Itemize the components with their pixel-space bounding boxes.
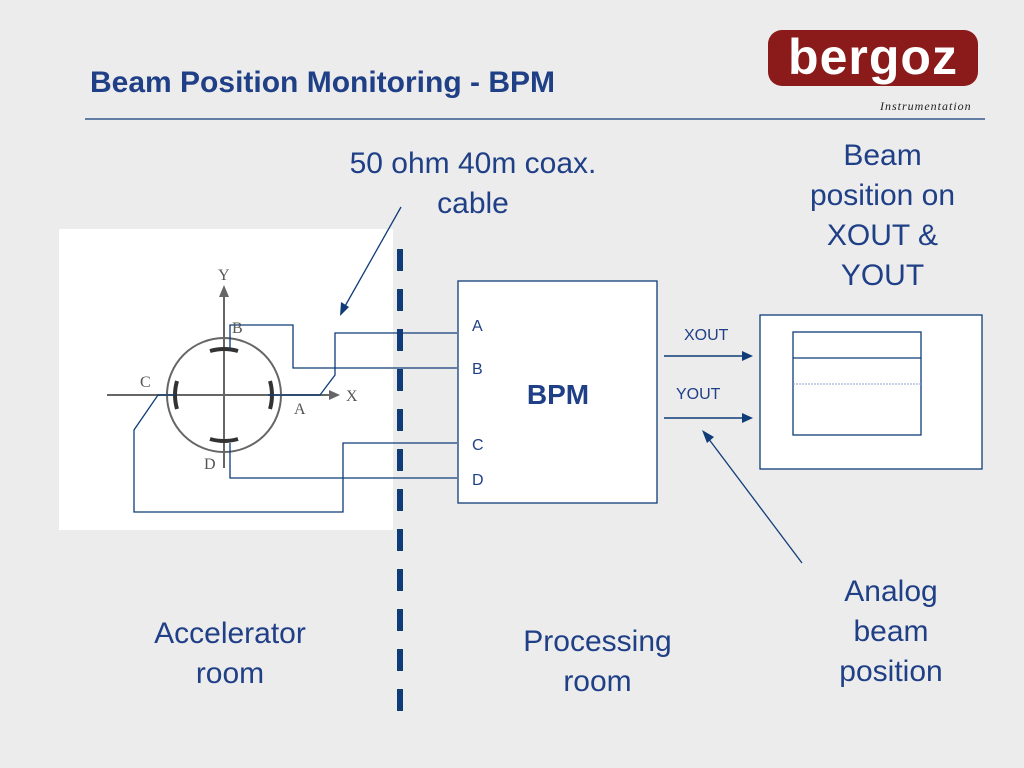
cable-pointer bbox=[343, 206, 402, 309]
xout-arrow-head bbox=[742, 351, 753, 361]
analog-label: Analog beam position bbox=[839, 575, 943, 688]
logo-text: bergoz bbox=[788, 29, 958, 85]
xout-label: XOUT bbox=[684, 327, 729, 344]
analog-pointer-head bbox=[702, 430, 714, 443]
accelerator-room-label: Accelerator room bbox=[154, 617, 306, 690]
page-title: Beam Position Monitoring - BPM bbox=[90, 66, 555, 99]
cable-label: 50 ohm 40m coax. cable bbox=[349, 147, 597, 220]
electrode-label-b: B bbox=[232, 320, 243, 337]
bpm-box bbox=[457, 280, 658, 504]
logo-tagline: Instrumentation bbox=[880, 99, 972, 113]
electrode-c bbox=[173, 380, 179, 410]
electrode-label-a: A bbox=[294, 401, 306, 418]
wire-c bbox=[133, 394, 457, 513]
pickup-diagram-panel bbox=[59, 229, 393, 530]
bpm-label: BPM bbox=[527, 379, 589, 410]
bpm-input-a: A bbox=[472, 318, 483, 335]
y-axis-arrow bbox=[219, 285, 229, 297]
wire-a bbox=[268, 332, 457, 396]
axis-y-label: Y bbox=[218, 267, 230, 284]
wire-d bbox=[229, 443, 457, 479]
yout-label: YOUT bbox=[676, 386, 721, 403]
wire-b bbox=[229, 324, 457, 369]
axis-x-label: X bbox=[346, 388, 358, 405]
bpm-input-d: D bbox=[472, 472, 484, 489]
analog-pointer bbox=[707, 437, 803, 564]
cable-pointer-head bbox=[340, 302, 349, 316]
electrode-d bbox=[209, 437, 239, 443]
bpm-input-b: B bbox=[472, 361, 483, 378]
yout-arrow-head bbox=[742, 413, 753, 423]
electrode-label-d: D bbox=[204, 456, 216, 473]
bergoz-logo: bergoz bbox=[768, 29, 978, 86]
beam-position-label: Beam position on XOUT & YOUT bbox=[809, 139, 956, 292]
bpm-input-c: C bbox=[472, 437, 484, 454]
x-axis-arrow bbox=[329, 390, 340, 400]
processing-room-label: Processing room bbox=[523, 625, 672, 698]
electrode-b bbox=[209, 347, 239, 353]
electrode-label-c: C bbox=[140, 374, 151, 391]
